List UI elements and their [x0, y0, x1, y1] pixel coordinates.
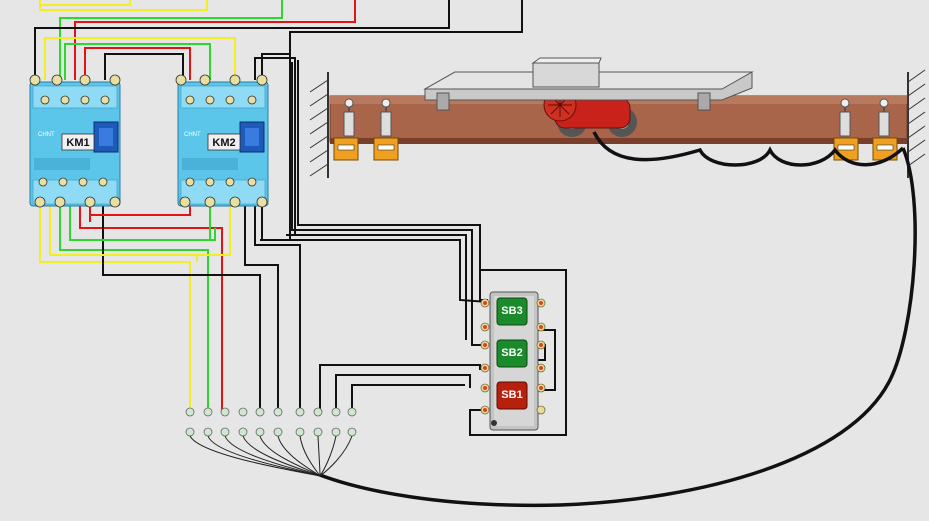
trolley-motor [423, 57, 754, 137]
km2-label: KM2 [212, 137, 235, 149]
contactor-screws [29, 74, 268, 208]
limit-switch-4 [872, 98, 898, 161]
km1-brand: CHNT [38, 132, 55, 138]
km2-brand: CHNT [184, 132, 201, 138]
limit-switch-2 [373, 98, 399, 161]
sb2-label: SB2 [501, 347, 522, 359]
sb2-button[interactable]: SB2 [496, 339, 528, 368]
contactor-output-wires [39, 205, 301, 410]
sb3-button[interactable]: SB3 [496, 297, 528, 326]
sb1-label: SB1 [501, 389, 522, 401]
sb1-button[interactable]: SB1 [496, 381, 528, 410]
limit-switch-1 [333, 98, 359, 161]
main-cable [319, 131, 917, 508]
contactor-km2: KM2 CHNT [177, 81, 269, 207]
terminal-block [185, 407, 357, 477]
sb3-label: SB3 [501, 305, 522, 317]
contactor-input-wires [44, 37, 296, 240]
km1-label: KM1 [66, 137, 89, 149]
limit-switch-3 [833, 98, 859, 161]
push-button-station: SB3 SB2 SB1 [480, 291, 546, 431]
contactor-km1: KM1 CHNT [29, 81, 121, 207]
limit-switches [333, 98, 898, 161]
